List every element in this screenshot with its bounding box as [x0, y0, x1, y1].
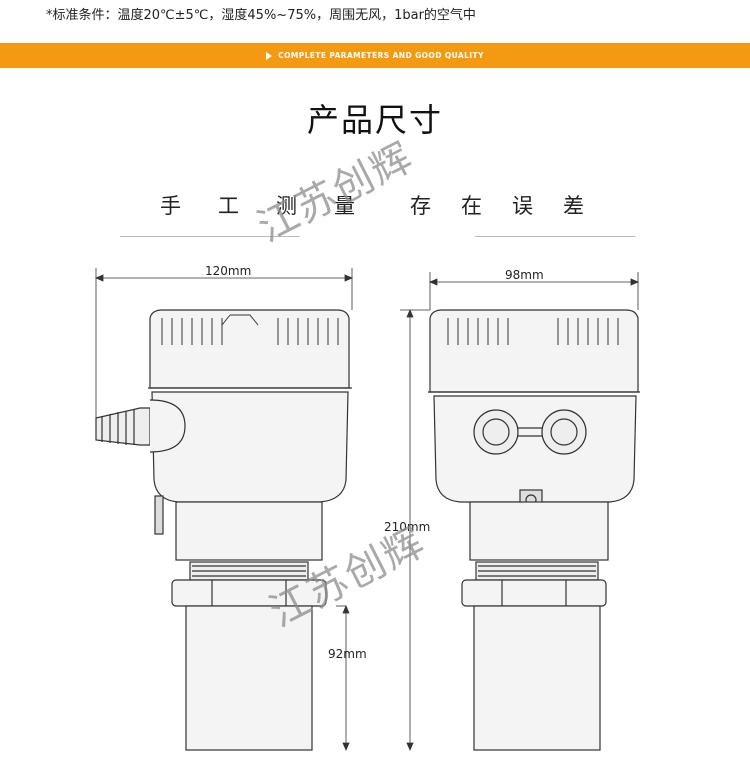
dim-label-width-front: 120mm — [205, 264, 251, 278]
side-view-sensor — [428, 309, 640, 751]
dimension-lines — [94, 268, 640, 752]
page-title: 产品尺寸 — [306, 101, 443, 139]
section-banner: COMPLETE PARAMETERS AND GOOD QUALITY — [0, 43, 750, 68]
play-arrow-icon — [266, 51, 273, 60]
divider-left — [120, 236, 300, 237]
divider-right — [475, 236, 635, 237]
banner-text: COMPLETE PARAMETERS AND GOOD QUALITY — [278, 51, 484, 60]
dim-label-width-side: 98mm — [505, 268, 544, 282]
watermark-upper: 江苏创辉 — [250, 133, 422, 252]
dim-label-probe-height: 92mm — [328, 647, 367, 661]
measurement-note-part1: 手工测量 — [160, 194, 392, 218]
front-view-sensor — [95, 309, 352, 751]
measurement-note-part2: 存在误差 — [410, 194, 614, 218]
dimension-drawing: 120mm 98mm 210mm 92mm — [94, 264, 640, 752]
dim-label-total-height: 210mm — [384, 520, 430, 534]
condition-note: *标准条件：温度20℃±5℃，湿度45%~75%，周围无风，1bar的空气中 — [46, 8, 476, 23]
